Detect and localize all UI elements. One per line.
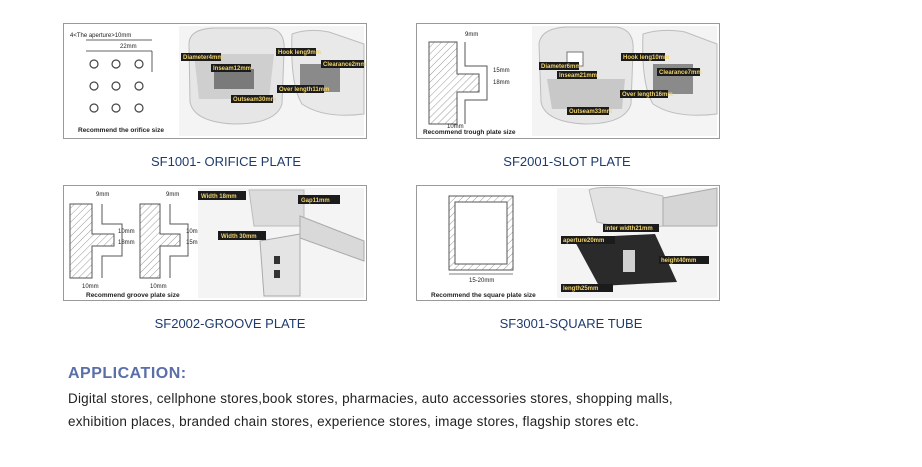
svg-text:aperture20mm: aperture20mm <box>563 238 604 244</box>
sf1001-pitch-label: 22mm <box>120 44 137 50</box>
sf2001-caption: SF2001-SLOT PLATE <box>503 154 631 169</box>
sf2001-product-photo <box>532 26 718 136</box>
svg-text:15mm: 15mm <box>493 68 510 74</box>
svg-text:height40mm: height40mm <box>661 258 696 264</box>
svg-text:18mm: 18mm <box>118 240 135 246</box>
sf1001-note: Recommend the orifice size <box>78 127 164 134</box>
svg-text:10mm: 10mm <box>118 229 135 235</box>
sf3001-panel: 15-20mm Recommend the square plate size … <box>416 185 720 301</box>
svg-text:length25mm: length25mm <box>563 286 598 292</box>
sf2002-panel: 9mm 10mm 18mm 10mm 9mm 10mm 15mm 10mm Re… <box>63 185 367 301</box>
svg-text:Clearance2mm: Clearance2mm <box>323 62 366 68</box>
sf1001-caption: SF1001- ORIFICE PLATE <box>150 154 302 169</box>
sf2001-note: Recommend trough plate size <box>423 129 516 136</box>
sf2002-caption: SF2002-GROOVE PLATE <box>154 316 306 331</box>
svg-text:Over length16mm: Over length16mm <box>622 92 673 98</box>
application-line-1: Digital stores, cellphone stores,book st… <box>68 391 673 406</box>
svg-text:Diameter6mm: Diameter6mm <box>541 64 581 70</box>
sf2001-panel: 9mm 15mm 18mm 10mm Recommend trough plat… <box>416 23 720 139</box>
sf1001-diagram: 4<The aperture>10mm 22mm Recommend the o… <box>70 26 366 136</box>
svg-text:Gap11mm: Gap11mm <box>301 198 330 204</box>
svg-text:Outseam33mm: Outseam33mm <box>569 109 612 115</box>
svg-text:9mm: 9mm <box>96 192 109 198</box>
sf3001-note: Recommend the square plate size <box>431 292 536 299</box>
svg-text:9mm: 9mm <box>465 32 478 38</box>
svg-text:Inseam21mm: Inseam21mm <box>559 73 597 79</box>
svg-text:15-20mm: 15-20mm <box>469 278 494 284</box>
svg-text:10mm: 10mm <box>150 284 167 290</box>
svg-text:inter width21mm: inter width21mm <box>605 226 653 232</box>
sf2001-diagram: 9mm 15mm 18mm 10mm Recommend trough plat… <box>423 26 718 136</box>
svg-text:9mm: 9mm <box>166 192 179 198</box>
svg-text:Width 30mm: Width 30mm <box>221 234 257 240</box>
sf1001-tags: Diameter4mm Inseam12mm Outseam30mm Hook … <box>181 48 366 103</box>
sf1001-aperture-label: 4<The aperture>10mm <box>70 33 131 39</box>
sf3001-diagram: 15-20mm Recommend the square plate size … <box>431 186 718 299</box>
svg-text:Over length11mm: Over length11mm <box>279 87 329 93</box>
application-title: APPLICATION: <box>68 365 187 382</box>
orifice-holes <box>89 59 144 113</box>
sf3001-tags: inter width21mm aperture20mm height40mm … <box>561 224 709 292</box>
svg-text:Outseam30mm: Outseam30mm <box>233 97 276 103</box>
sf2002-tags: Width 18mm Gap11mm Width 30mm <box>198 191 340 240</box>
svg-text:Inseam12mm: Inseam12mm <box>213 66 251 72</box>
application-line-2: exhibition places, branded chain stores,… <box>68 414 640 429</box>
svg-text:10mm: 10mm <box>82 284 99 290</box>
svg-text:15mm: 15mm <box>186 240 203 246</box>
svg-text:Diameter4mm: Diameter4mm <box>183 55 223 61</box>
sf1001-product-photo <box>179 26 365 136</box>
sf1001-panel: 4<The aperture>10mm 22mm Recommend the o… <box>63 23 367 139</box>
svg-text:Hook leng10mm: Hook leng10mm <box>623 55 669 61</box>
sf2002-note: Recommend groove plate size <box>86 292 180 299</box>
svg-text:Clearance7mm: Clearance7mm <box>659 70 702 76</box>
svg-text:18mm: 18mm <box>493 80 510 86</box>
sf2001-tags: Diameter6mm Inseam21mm Outseam33mm Hook … <box>539 53 702 115</box>
svg-text:Width 18mm: Width 18mm <box>201 194 237 200</box>
sf3001-caption: SF3001-SQUARE TUBE <box>499 316 643 331</box>
svg-text:10mm: 10mm <box>186 229 203 235</box>
sf2002-diagram: 9mm 10mm 18mm 10mm 9mm 10mm 15mm 10mm Re… <box>69 188 365 299</box>
sf2002-product-photo <box>198 188 365 298</box>
svg-text:Hook leng9mm: Hook leng9mm <box>278 50 321 56</box>
svg-text:10mm: 10mm <box>447 124 464 130</box>
